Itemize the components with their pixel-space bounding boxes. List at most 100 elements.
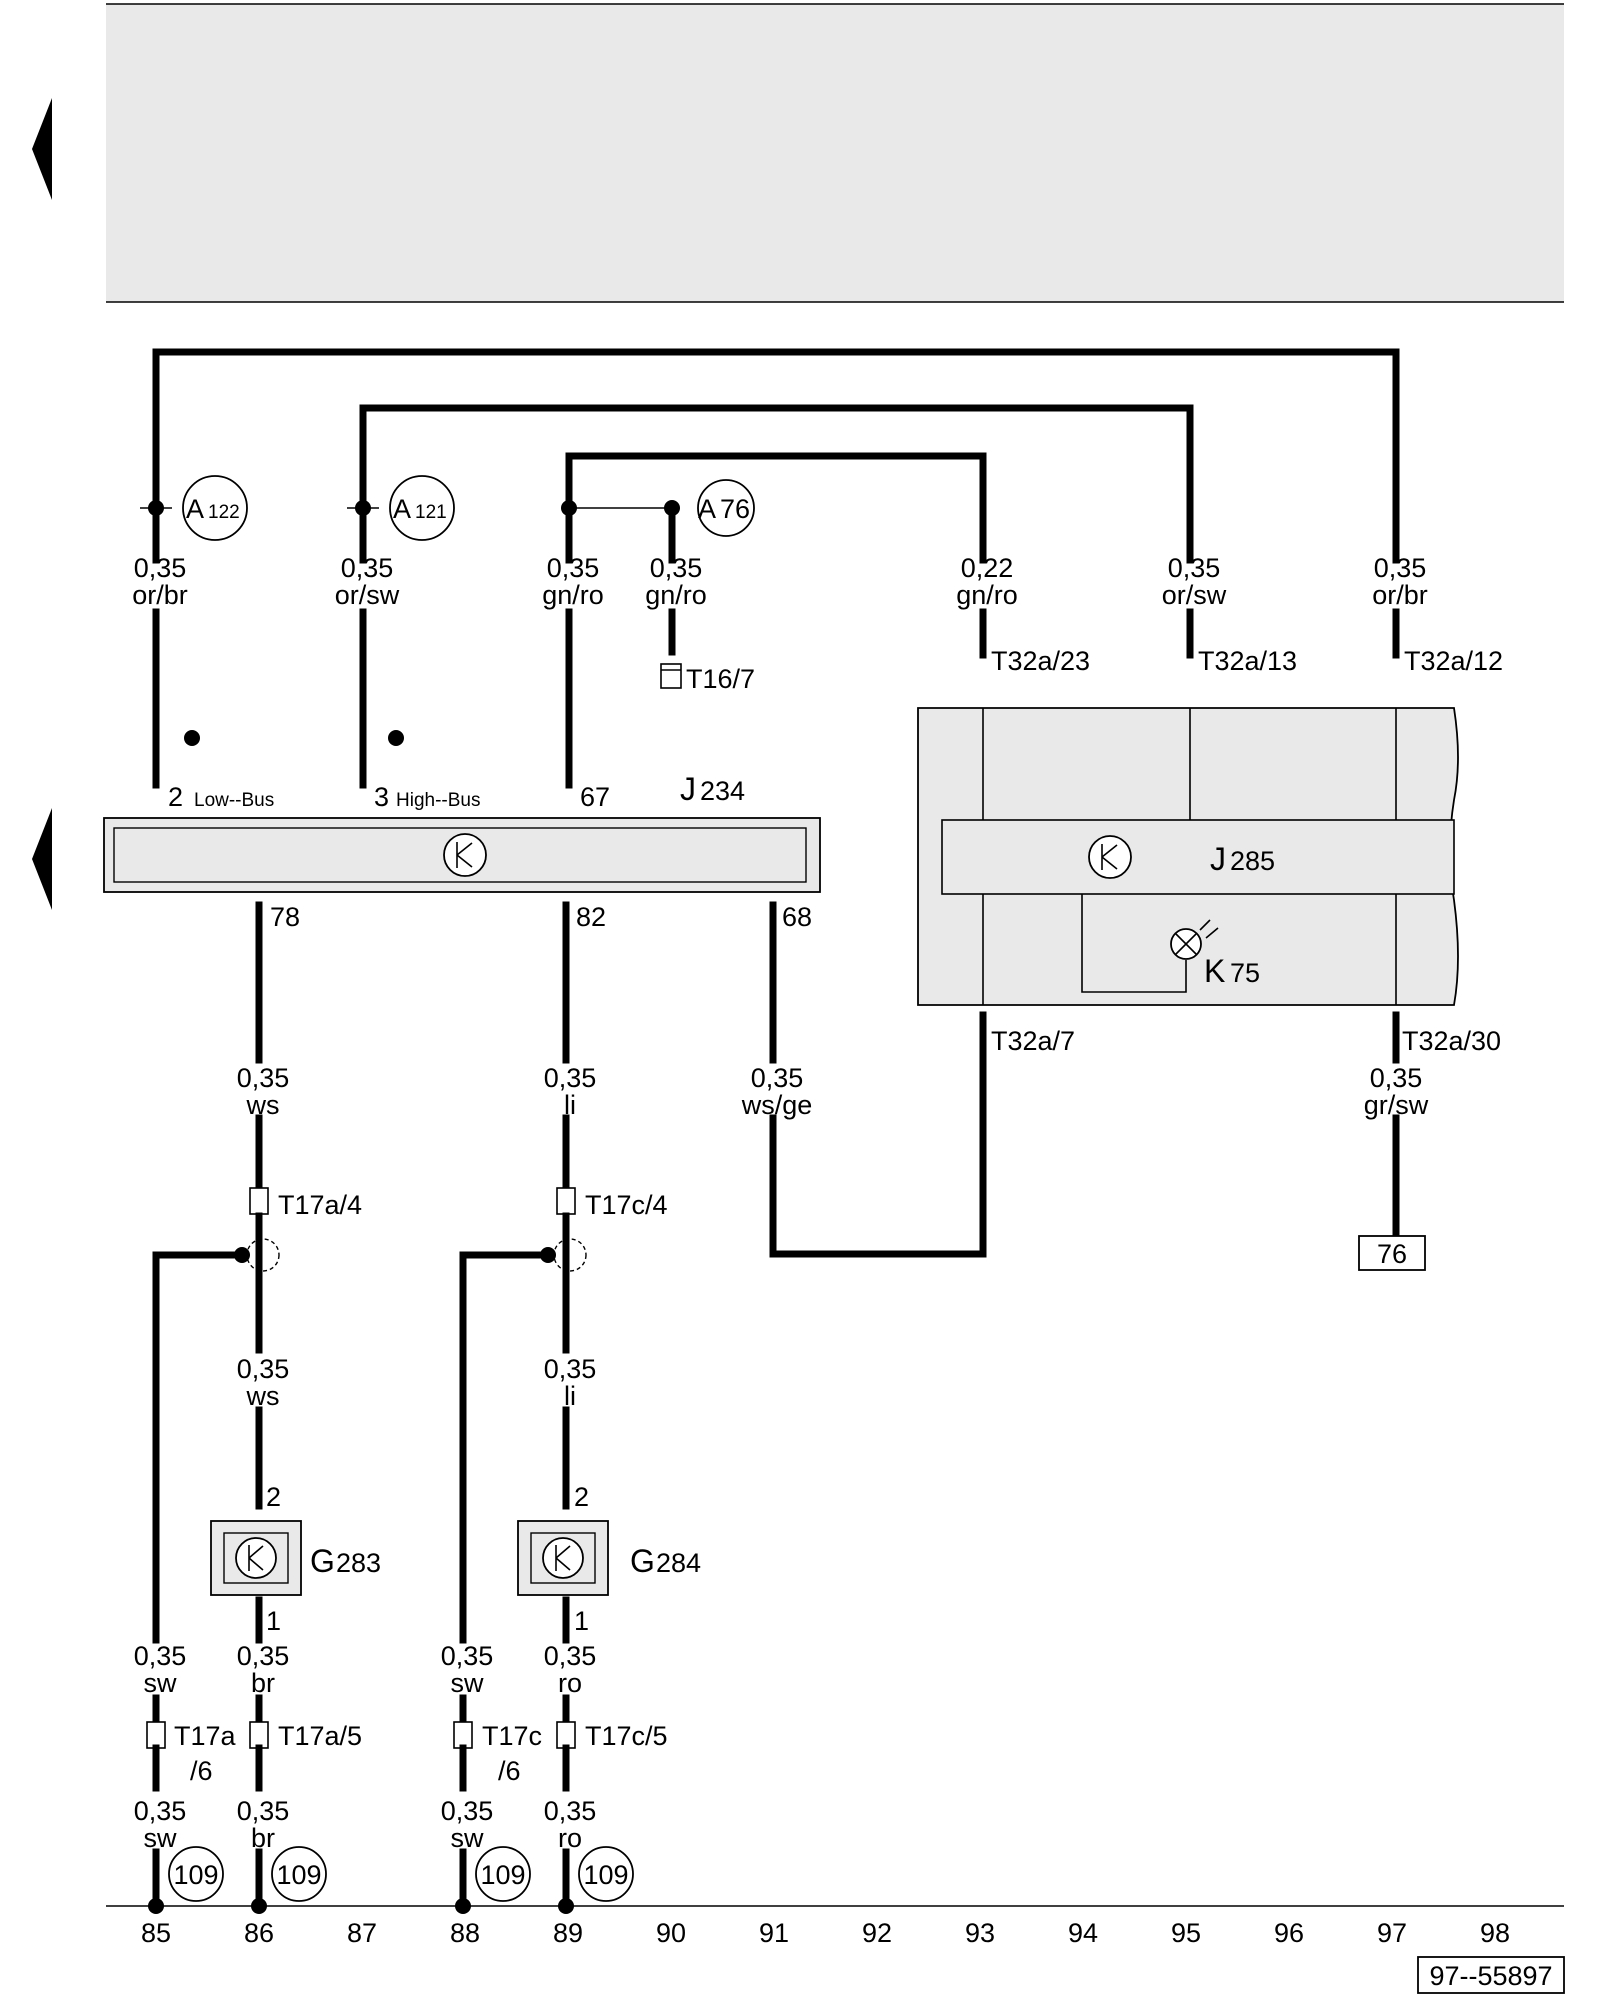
connector-t16-7: T16/7 [686, 664, 755, 694]
svg-text:or/sw: or/sw [335, 580, 400, 610]
svg-text:68: 68 [782, 902, 812, 932]
svg-text:109: 109 [480, 1860, 525, 1890]
svg-text:T32a/12: T32a/12 [1404, 646, 1503, 676]
svg-text:234: 234 [700, 776, 745, 806]
svg-text:gn/ro: gn/ro [956, 580, 1018, 610]
svg-text:0,35: 0,35 [1168, 553, 1221, 583]
svg-text:88: 88 [450, 1918, 480, 1948]
svg-text:G: G [310, 1543, 335, 1579]
svg-text:K: K [1204, 953, 1225, 989]
svg-text:Low--Bus: Low--Bus [194, 790, 274, 811]
svg-text:li: li [564, 1090, 576, 1120]
page-marker-mid [32, 808, 52, 910]
svg-text:121: 121 [415, 502, 447, 523]
svg-text:122: 122 [208, 502, 240, 523]
svg-text:sw: sw [144, 1823, 178, 1853]
svg-text:A: A [393, 494, 411, 524]
svg-text:br: br [251, 1823, 275, 1853]
ground-ref-109: 109 [578, 1846, 634, 1902]
splice-a76: A 76 [697, 479, 755, 537]
svg-text:2: 2 [168, 782, 183, 812]
splice-a121: A 121 [389, 475, 455, 541]
page-marker-top [32, 98, 52, 200]
svg-text:T32a/23: T32a/23 [991, 646, 1090, 676]
reference-box-76: 76 [1377, 1239, 1407, 1269]
svg-text:J: J [1210, 841, 1226, 877]
svg-text:0,35: 0,35 [544, 1063, 597, 1093]
svg-text:0,35: 0,35 [650, 553, 703, 583]
svg-text:J: J [680, 771, 696, 807]
svg-text:3: 3 [374, 782, 389, 812]
svg-text:89: 89 [553, 1918, 583, 1948]
svg-text:78: 78 [270, 902, 300, 932]
svg-text:87: 87 [347, 1918, 377, 1948]
svg-text:2: 2 [266, 1482, 281, 1512]
svg-text:95: 95 [1171, 1918, 1201, 1948]
svg-text:96: 96 [1274, 1918, 1304, 1948]
svg-text:91: 91 [759, 1918, 789, 1948]
svg-text:T32a/7: T32a/7 [991, 1026, 1075, 1056]
svg-text:1: 1 [574, 1606, 589, 1636]
document-number: 97--55897 [1429, 1961, 1552, 1991]
header-band [106, 4, 1564, 302]
wire-loop-or-br [152, 348, 1400, 564]
svg-text:T17c/5: T17c/5 [585, 1721, 668, 1751]
svg-text:or/br: or/br [132, 580, 188, 610]
svg-text:0,35: 0,35 [341, 553, 394, 583]
svg-text:2: 2 [574, 1482, 589, 1512]
svg-text:0,35: 0,35 [237, 1354, 290, 1384]
svg-text:98: 98 [1480, 1918, 1510, 1948]
component-j285-label: J 285 [1210, 841, 1275, 877]
svg-text:ws/ge: ws/ge [741, 1090, 813, 1120]
svg-text:T32a/13: T32a/13 [1198, 646, 1297, 676]
component-j234-label: J 234 [680, 771, 745, 807]
svg-text:0,35: 0,35 [134, 1641, 187, 1671]
grid-numbers: 85 86 87 88 89 90 91 92 93 94 95 96 97 9… [141, 1918, 1510, 1948]
svg-text:76: 76 [720, 494, 750, 524]
svg-text:109: 109 [276, 1860, 321, 1890]
svg-text:0,35: 0,35 [751, 1063, 804, 1093]
svg-text:/6: /6 [190, 1756, 213, 1786]
svg-text:109: 109 [173, 1860, 218, 1890]
svg-text:85: 85 [141, 1918, 171, 1948]
svg-text:A: A [186, 494, 204, 524]
svg-text:T17c/4: T17c/4 [585, 1190, 668, 1220]
svg-text:/6: /6 [498, 1756, 521, 1786]
svg-text:T17a/5: T17a/5 [278, 1721, 362, 1751]
svg-text:284: 284 [656, 1548, 701, 1578]
svg-text:br: br [251, 1668, 275, 1698]
svg-text:sw: sw [451, 1668, 485, 1698]
svg-text:T32a/30: T32a/30 [1402, 1026, 1501, 1056]
svg-text:li: li [564, 1381, 576, 1411]
svg-text:0,35: 0,35 [544, 1796, 597, 1826]
svg-text:0,35: 0,35 [237, 1641, 290, 1671]
svg-text:92: 92 [862, 1918, 892, 1948]
svg-text:0,35: 0,35 [441, 1641, 494, 1671]
svg-text:gr/sw: gr/sw [1364, 1090, 1429, 1120]
svg-text:ro: ro [558, 1668, 582, 1698]
svg-text:93: 93 [965, 1918, 995, 1948]
svg-text:0,35: 0,35 [134, 553, 187, 583]
svg-text:0,35: 0,35 [1370, 1063, 1423, 1093]
svg-text:90: 90 [656, 1918, 686, 1948]
svg-text:86: 86 [244, 1918, 274, 1948]
svg-text:gn/ro: gn/ro [542, 580, 604, 610]
control-unit-j234 [103, 817, 821, 893]
svg-text:T17c: T17c [482, 1721, 542, 1751]
svg-text:0,35: 0,35 [237, 1063, 290, 1093]
svg-text:109: 109 [583, 1860, 628, 1890]
svg-text:283: 283 [336, 1548, 381, 1578]
svg-text:1: 1 [266, 1606, 281, 1636]
ground-ref-109: 109 [271, 1846, 327, 1902]
svg-text:0,35: 0,35 [134, 1796, 187, 1826]
wire-loop-or-sw [359, 404, 1194, 564]
svg-text:82: 82 [576, 902, 606, 932]
svg-text:285: 285 [1230, 846, 1275, 876]
svg-text:0,35: 0,35 [547, 553, 600, 583]
svg-text:0,35: 0,35 [441, 1796, 494, 1826]
svg-text:gn/ro: gn/ro [645, 580, 707, 610]
svg-text:G: G [630, 1543, 655, 1579]
sensor-g283 [210, 1520, 302, 1596]
svg-text:75: 75 [1230, 958, 1260, 988]
